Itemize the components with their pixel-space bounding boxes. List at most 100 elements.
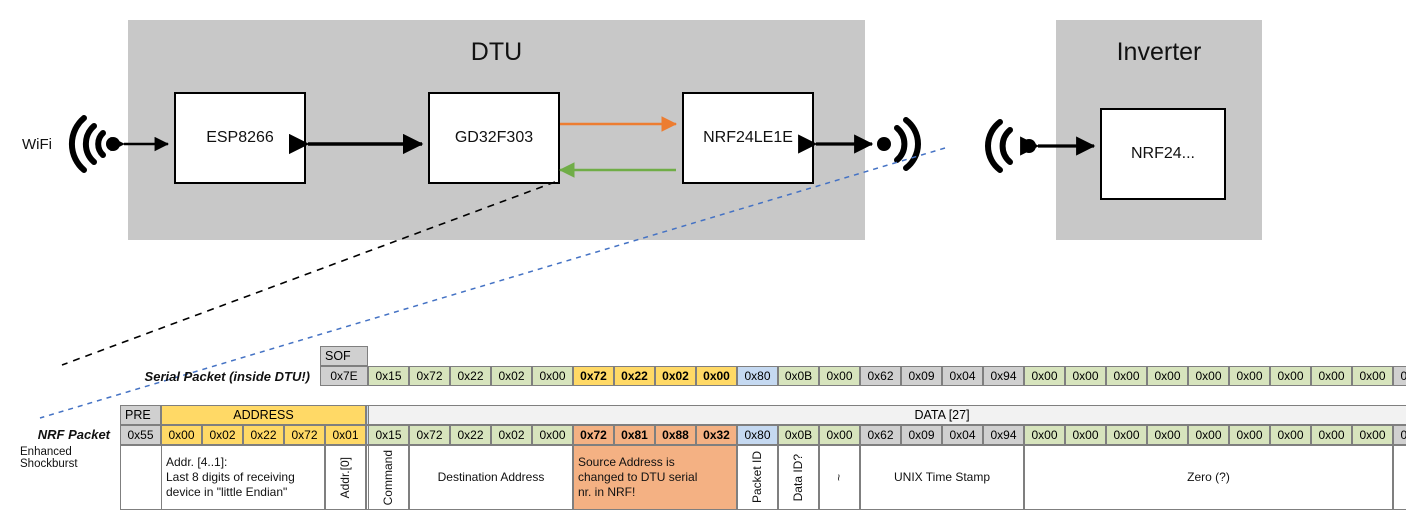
- serial-byte-9: 0x80: [737, 366, 778, 386]
- nrf-data-byte-23: 0x00: [1311, 425, 1352, 445]
- desc-vertical-text: ~: [831, 473, 846, 481]
- desc-vertical-text: Command: [380, 449, 395, 506]
- nrf-pre-value: 0x55: [120, 425, 161, 445]
- chip-nrf24-label: NRF24...: [1130, 145, 1195, 162]
- desc-cell-pre-empty: [120, 445, 161, 510]
- enhanced-shockburst-label: Enhanced Shockburst: [20, 446, 78, 470]
- nrf-data-byte-12: 0x62: [860, 425, 901, 445]
- nrf-data-byte-19: 0x00: [1147, 425, 1188, 445]
- serial-byte-21: 0x00: [1229, 366, 1270, 386]
- serial-byte-16: 0x00: [1024, 366, 1065, 386]
- wifi-antenna-icon: [68, 115, 106, 173]
- inverter-antenna-icon: [985, 119, 1013, 173]
- wifi-label: WiFi: [22, 136, 52, 153]
- serial-sof-header: SOF: [320, 346, 368, 366]
- nrf-data-byte-13: 0x09: [901, 425, 942, 445]
- serial-byte-13: 0x09: [901, 366, 942, 386]
- desc-cell-11: Zero (?): [1024, 445, 1393, 510]
- nrf-data-byte-15: 0x94: [983, 425, 1024, 445]
- serial-byte-22: 0x00: [1270, 366, 1311, 386]
- inverter-container: Inverter: [1056, 20, 1262, 240]
- chip-gd32f303-label: GD32F303: [454, 129, 534, 146]
- chip-nrf24le1e-label: NRF24LE1E: [703, 129, 793, 146]
- chip-nrf24: NRF24...: [1100, 108, 1226, 200]
- nrf-data-byte-0: 0x15: [368, 425, 409, 445]
- serial-byte-23: 0x00: [1311, 366, 1352, 386]
- desc-cell-10: UNIX Time Stamp: [860, 445, 1024, 510]
- serial-byte-4: 0x00: [532, 366, 573, 386]
- serial-byte-0: 0x15: [368, 366, 409, 386]
- serial-byte-24: 0x00: [1352, 366, 1393, 386]
- nrf-data-byte-17: 0x00: [1065, 425, 1106, 445]
- inverter-radio-dot: [1022, 139, 1036, 153]
- nrf-data-byte-22: 0x00: [1270, 425, 1311, 445]
- serial-byte-20: 0x00: [1188, 366, 1229, 386]
- serial-byte-2: 0x22: [450, 366, 491, 386]
- nrf-data-byte-5: 0x72: [573, 425, 614, 445]
- chip-nrf24le1e: NRF24LE1E: [682, 92, 814, 184]
- nrf-data-byte-7: 0x88: [655, 425, 696, 445]
- dtu-radio-antenna-icon: [894, 117, 921, 171]
- serial-byte-15: 0x94: [983, 366, 1024, 386]
- serial-byte-11: 0x00: [819, 366, 860, 386]
- desc-cell-8: Data ID?: [778, 445, 819, 510]
- nrf-header-address: ADDRESS: [161, 405, 366, 425]
- desc-cell-5: Destination Address: [409, 445, 573, 510]
- nrf-data-byte-9: 0x80: [737, 425, 778, 445]
- nrf-address-byte-2: 0x22: [243, 425, 284, 445]
- nrf-data-byte-18: 0x00: [1106, 425, 1147, 445]
- desc-cell-1: Addr.[0]: [325, 445, 366, 510]
- nrf-data-byte-3: 0x02: [491, 425, 532, 445]
- nrf-data-byte-10: 0x0B: [778, 425, 819, 445]
- nrf-data-byte-1: 0x72: [409, 425, 450, 445]
- wifi-antenna-dot: [106, 137, 120, 151]
- serial-byte-5: 0x72: [573, 366, 614, 386]
- desc-vertical-text: Addr.[0]: [337, 456, 352, 499]
- serial-byte-7: 0x02: [655, 366, 696, 386]
- nrf-address-byte-3: 0x72: [284, 425, 325, 445]
- serial-byte-17: 0x00: [1065, 366, 1106, 386]
- desc-vertical-text: Packet ID: [749, 451, 764, 504]
- desc-vertical-text: Data ID?: [790, 453, 805, 502]
- serial-byte-19: 0x00: [1147, 366, 1188, 386]
- desc-text: Zero (?): [1187, 470, 1230, 484]
- serial-byte-6: 0x22: [614, 366, 655, 386]
- dtu-title: DTU: [470, 38, 523, 66]
- nrf-data-byte-6: 0x81: [614, 425, 655, 445]
- nrf-data-byte-16: 0x00: [1024, 425, 1065, 445]
- serial-sof-value: 0x7E: [320, 366, 368, 386]
- nrf-header-pre: PRE: [120, 405, 161, 425]
- nrf-data-byte-2: 0x22: [450, 425, 491, 445]
- desc-cell-12: ?: [1393, 445, 1406, 510]
- chip-gd32f303: GD32F303: [428, 92, 560, 184]
- desc-cell-7: Packet ID: [737, 445, 778, 510]
- nrf-data-byte-11: 0x00: [819, 425, 860, 445]
- nrf-address-byte-1: 0x02: [202, 425, 243, 445]
- chip-esp8266: ESP8266: [174, 92, 306, 184]
- desc-text: UNIX Time Stamp: [893, 470, 991, 484]
- desc-cell-9: ~: [819, 445, 860, 510]
- nrf-data-byte-21: 0x00: [1229, 425, 1270, 445]
- serial-byte-14: 0x04: [942, 366, 983, 386]
- serial-byte-25: 0x02: [1393, 366, 1406, 386]
- nrf-data-byte-8: 0x32: [696, 425, 737, 445]
- serial-byte-8: 0x00: [696, 366, 737, 386]
- desc-text: Destination Address: [437, 470, 545, 484]
- serial-byte-1: 0x72: [409, 366, 450, 386]
- nrf-data-byte-24: 0x00: [1352, 425, 1393, 445]
- serial-byte-18: 0x00: [1106, 366, 1147, 386]
- serial-byte-10: 0x0B: [778, 366, 819, 386]
- serial-byte-12: 0x62: [860, 366, 901, 386]
- dtu-radio-dot: [877, 137, 891, 151]
- nrf-packet-label: NRF Packet: [37, 427, 110, 442]
- nrf-data-byte-20: 0x00: [1188, 425, 1229, 445]
- nrf-address-byte-4: 0x01: [325, 425, 366, 445]
- nrf-data-byte-14: 0x04: [942, 425, 983, 445]
- serial-byte-3: 0x02: [491, 366, 532, 386]
- chip-esp8266-label: ESP8266: [206, 129, 274, 146]
- nrf-data-byte-25: 0x02: [1393, 425, 1406, 445]
- nrf-address-byte-0: 0x00: [161, 425, 202, 445]
